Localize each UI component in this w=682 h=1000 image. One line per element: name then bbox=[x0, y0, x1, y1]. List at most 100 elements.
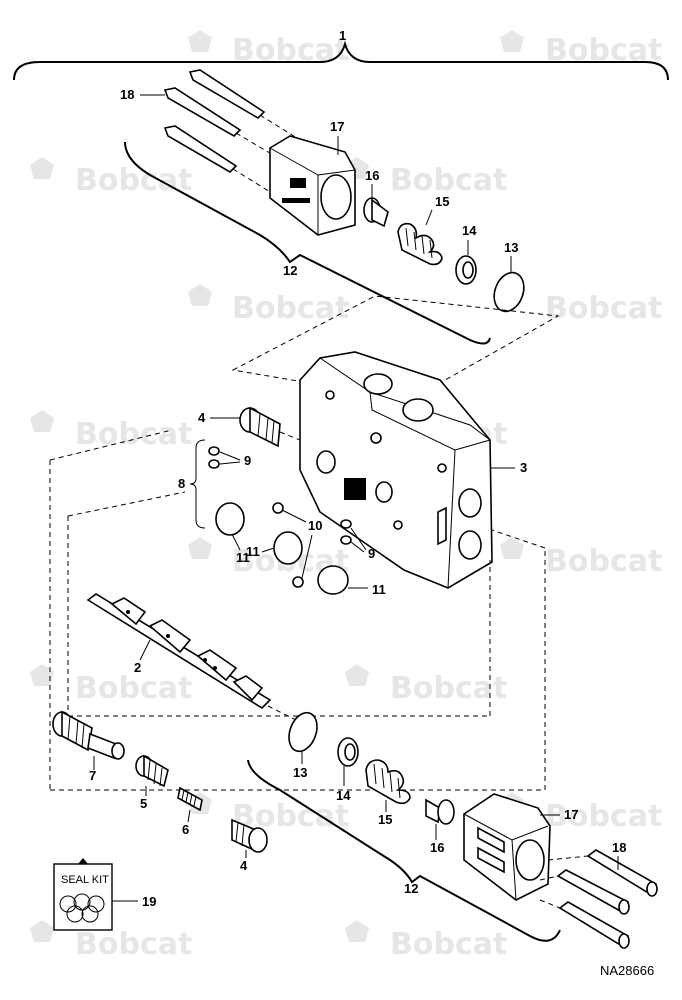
bolt-axis-lines bbox=[539, 855, 589, 909]
valve-body-hole bbox=[393, 520, 403, 530]
spring-body bbox=[177, 786, 203, 812]
watermark-logo-icon bbox=[345, 920, 369, 942]
watermark-text: Bobcat bbox=[390, 671, 507, 706]
valve-body-hole bbox=[370, 432, 382, 444]
end-cap-slot bbox=[477, 826, 505, 854]
bolt-head bbox=[618, 899, 630, 915]
watermark-layer: Bobcat Bobcat Bobcat Bobcat Bobcat Bobca… bbox=[30, 30, 662, 962]
watermark-text: Bobcat bbox=[232, 291, 349, 326]
watermark-logo-icon bbox=[188, 537, 212, 559]
small-seal bbox=[340, 535, 352, 545]
plug-head bbox=[248, 827, 268, 853]
small-seal bbox=[340, 519, 352, 529]
end-cap-upper bbox=[269, 135, 356, 236]
bolt bbox=[163, 87, 242, 137]
leader-line bbox=[281, 509, 313, 579]
subassembly-bracket-upper bbox=[124, 141, 491, 345]
detent-assembly bbox=[52, 710, 125, 760]
callout-6: 6 bbox=[182, 822, 189, 837]
callout-13-lower: 13 bbox=[293, 765, 307, 780]
spring-upper bbox=[397, 222, 443, 266]
seal-kit-label: SEAL KIT bbox=[61, 874, 109, 886]
detent-spring bbox=[177, 786, 203, 812]
callout-2: 2 bbox=[134, 660, 141, 675]
valve-body-label-plate bbox=[344, 478, 366, 500]
watermark-logo-icon bbox=[345, 664, 369, 686]
end-cap-bore bbox=[320, 174, 352, 220]
axis-line bbox=[279, 431, 301, 441]
valve-body-port bbox=[363, 373, 393, 395]
drawing-number: NA28666 bbox=[600, 963, 654, 978]
subassembly-bracket-lower bbox=[247, 759, 561, 942]
callout-16-upper: 16 bbox=[365, 168, 379, 183]
end-cap-edges bbox=[269, 147, 356, 235]
callout-9-upper: 9 bbox=[244, 453, 251, 468]
watermark-text: Bobcat bbox=[75, 671, 192, 706]
plug-upper bbox=[239, 406, 281, 448]
valve-body-slot bbox=[437, 506, 447, 546]
seal-kit-tab-icon bbox=[78, 858, 88, 864]
spring-coils bbox=[397, 222, 443, 266]
callout-13-upper: 13 bbox=[504, 240, 518, 255]
alignment-box-outer bbox=[49, 429, 546, 791]
callout-9-lower: 9 bbox=[368, 546, 375, 561]
retainer-stem bbox=[425, 798, 441, 824]
watermark-text: Bobcat bbox=[75, 927, 192, 962]
seal-kit-ring-icon bbox=[81, 905, 99, 923]
alignment-box-upper bbox=[231, 295, 560, 401]
watermark-text: Bobcat bbox=[545, 544, 662, 579]
valve-body-port bbox=[458, 530, 482, 560]
callout-11-a: 11 bbox=[236, 550, 250, 565]
callout-18-upper: 18 bbox=[120, 87, 134, 102]
end-cap-bore bbox=[515, 839, 545, 881]
spring-retainer-upper bbox=[363, 197, 389, 228]
leader-line bbox=[139, 639, 151, 661]
callout-11-c: 11 bbox=[372, 582, 386, 597]
spring-coil-lines bbox=[373, 763, 401, 799]
small-seal-10 bbox=[272, 502, 284, 514]
leader-line bbox=[261, 547, 275, 553]
seal-group-bracket bbox=[189, 439, 206, 529]
watermark-logo-icon bbox=[30, 664, 54, 686]
plug-body bbox=[249, 406, 281, 448]
seal-kit-ring-icon bbox=[59, 895, 77, 913]
callout-11-b: 11 bbox=[246, 544, 260, 559]
seal-kit-ring-icon bbox=[87, 895, 105, 913]
callout-14-lower: 14 bbox=[336, 788, 351, 803]
watermark-text: Bobcat bbox=[545, 799, 662, 834]
valve-body-hole bbox=[437, 463, 447, 473]
watermark-logo-icon bbox=[30, 920, 54, 942]
spool-hole bbox=[126, 610, 130, 614]
end-cap-lower bbox=[463, 793, 551, 901]
leader-line bbox=[187, 809, 191, 823]
watermark-text: Bobcat bbox=[545, 291, 662, 326]
small-seal bbox=[208, 446, 220, 456]
o-ring-upper bbox=[493, 271, 525, 313]
bolt-head bbox=[646, 881, 658, 897]
spool-hole bbox=[203, 658, 207, 662]
callout-4-upper: 4 bbox=[198, 410, 206, 425]
spring-seat-lower bbox=[337, 737, 359, 767]
small-seal-10 bbox=[292, 576, 304, 588]
spool-hole bbox=[166, 634, 170, 638]
watermark-logo-icon bbox=[30, 157, 54, 179]
seat-inner bbox=[344, 743, 356, 761]
valve-body-port bbox=[375, 481, 393, 503]
leader-line bbox=[350, 527, 367, 553]
leader-line bbox=[231, 533, 241, 551]
spool bbox=[86, 593, 272, 710]
spring-coil-lines bbox=[181, 789, 197, 807]
callout-17-upper: 17 bbox=[330, 119, 344, 134]
o-ring bbox=[215, 502, 245, 536]
spool-land bbox=[196, 649, 238, 682]
end-cap-label-plate bbox=[290, 178, 306, 188]
callout-12-upper: 12 bbox=[283, 263, 297, 278]
end-cap-label-plate bbox=[282, 198, 310, 203]
callout-18-lower: 18 bbox=[612, 840, 626, 855]
spring-coil-lines bbox=[405, 227, 433, 259]
callout-3: 3 bbox=[520, 460, 527, 475]
bolt-group-upper bbox=[163, 69, 301, 196]
watermark-text: Bobcat bbox=[75, 417, 192, 452]
spring-retainer-lower bbox=[425, 798, 455, 825]
